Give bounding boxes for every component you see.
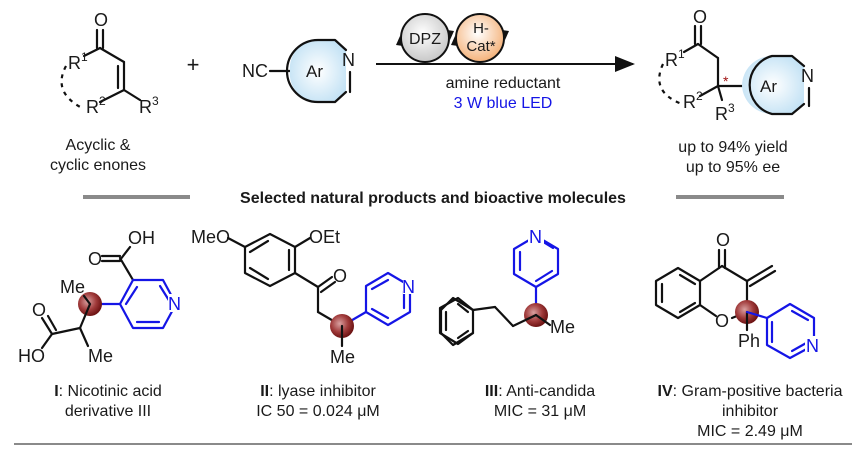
svg-text:O: O: [715, 311, 729, 331]
compound-IV-caption-2: inhibitor: [722, 403, 779, 420]
svg-text:O: O: [333, 266, 347, 286]
compound-I-caption-1: I: Nicotinic acid: [54, 383, 162, 400]
yield-result: up to 94% yield: [678, 139, 787, 156]
compound-IV-caption-3: MIC = 2.49 μM: [697, 423, 803, 440]
compound-III-caption-2: MIC = 31 μM: [494, 403, 586, 420]
r2-label: R2: [86, 94, 106, 117]
compound-IV-caption-1: IV: Gram-positive bacteria: [658, 383, 843, 400]
plus-sign: +: [187, 52, 200, 77]
ring-closure-dashed: [60, 65, 83, 109]
r3-label: R3: [715, 101, 735, 124]
svg-text:O: O: [32, 300, 46, 320]
svg-text:N: N: [402, 277, 415, 297]
enone-reactant: O R1 R2 R3 Acyclic & cyclic enones: [50, 10, 159, 174]
nc-label: NC: [242, 61, 268, 81]
svg-text:Me: Me: [550, 317, 575, 337]
compound-II-caption-2: IC 50 = 0.024 μM: [256, 403, 380, 420]
r3-label: R3: [139, 94, 159, 117]
svg-text:N: N: [529, 227, 542, 247]
r1-label: R1: [665, 47, 685, 70]
svg-text:N: N: [806, 336, 819, 356]
n-label: N: [801, 66, 814, 86]
enone-caption-2: cyclic enones: [50, 157, 146, 174]
r2-label: R2: [683, 89, 703, 112]
atom-label: O: [94, 10, 108, 30]
dpz-label: DPZ: [409, 31, 441, 48]
compound-II-caption-1: II: lyase inhibitor: [260, 383, 376, 400]
ar-label: Ar: [760, 77, 777, 96]
ee-result: up to 95% ee: [686, 159, 780, 176]
ar-label: Ar: [306, 62, 323, 81]
svg-text:Me: Me: [88, 346, 113, 366]
svg-text:OEt: OEt: [309, 227, 340, 247]
stereocenter-mark: *: [723, 73, 729, 89]
svg-text:O: O: [88, 249, 102, 269]
light-source-label: 3 W blue LED: [454, 95, 553, 112]
hcat-label-1: H-: [473, 20, 489, 37]
enone-caption-1: Acyclic &: [66, 137, 131, 154]
compound-III-caption-1: III: Anti-candida: [485, 383, 595, 400]
svg-text:N: N: [168, 294, 181, 314]
section-title: Selected natural products and bioactive …: [240, 190, 626, 207]
svg-text:Ph: Ph: [738, 331, 760, 351]
n-label: N: [342, 50, 355, 70]
svg-text:MeO: MeO: [191, 227, 230, 247]
dpz-catalyst-cycle: [400, 13, 450, 63]
compound-I-caption-2: derivative III: [65, 403, 151, 420]
hcat-label-2: Cat*: [466, 38, 495, 55]
hcat-catalyst-cycle: [455, 13, 505, 63]
compound-III: N Me III: Anti-candida MIC = 31 μM: [438, 226, 595, 420]
svg-text:O: O: [716, 230, 730, 250]
cyanoarene-reactant: NC Ar N: [242, 38, 355, 104]
product: O * R1 R2 R3 Ar N up to 94% yield up to …: [658, 7, 814, 176]
compound-IV: O O Ph N IV: Gram-positive bacteria inhi…: [654, 230, 843, 440]
svg-text:Me: Me: [330, 347, 355, 367]
reagent-label: amine reductant: [446, 75, 561, 92]
compound-I: OH O N Me Me O HO I: Nicotinic acid deri…: [18, 228, 184, 420]
svg-text:OH: OH: [128, 228, 155, 248]
compound-II: MeO OEt O N Me II: lyase inhibitor IC 50…: [191, 227, 419, 420]
r1-label: R1: [68, 50, 88, 73]
reaction-arrow: DPZ H- Cat* amine reductant 3 W blue LED: [376, 13, 635, 112]
atom-label: O: [693, 7, 707, 27]
svg-text:Me: Me: [60, 277, 85, 297]
svg-text:HO: HO: [18, 346, 45, 366]
